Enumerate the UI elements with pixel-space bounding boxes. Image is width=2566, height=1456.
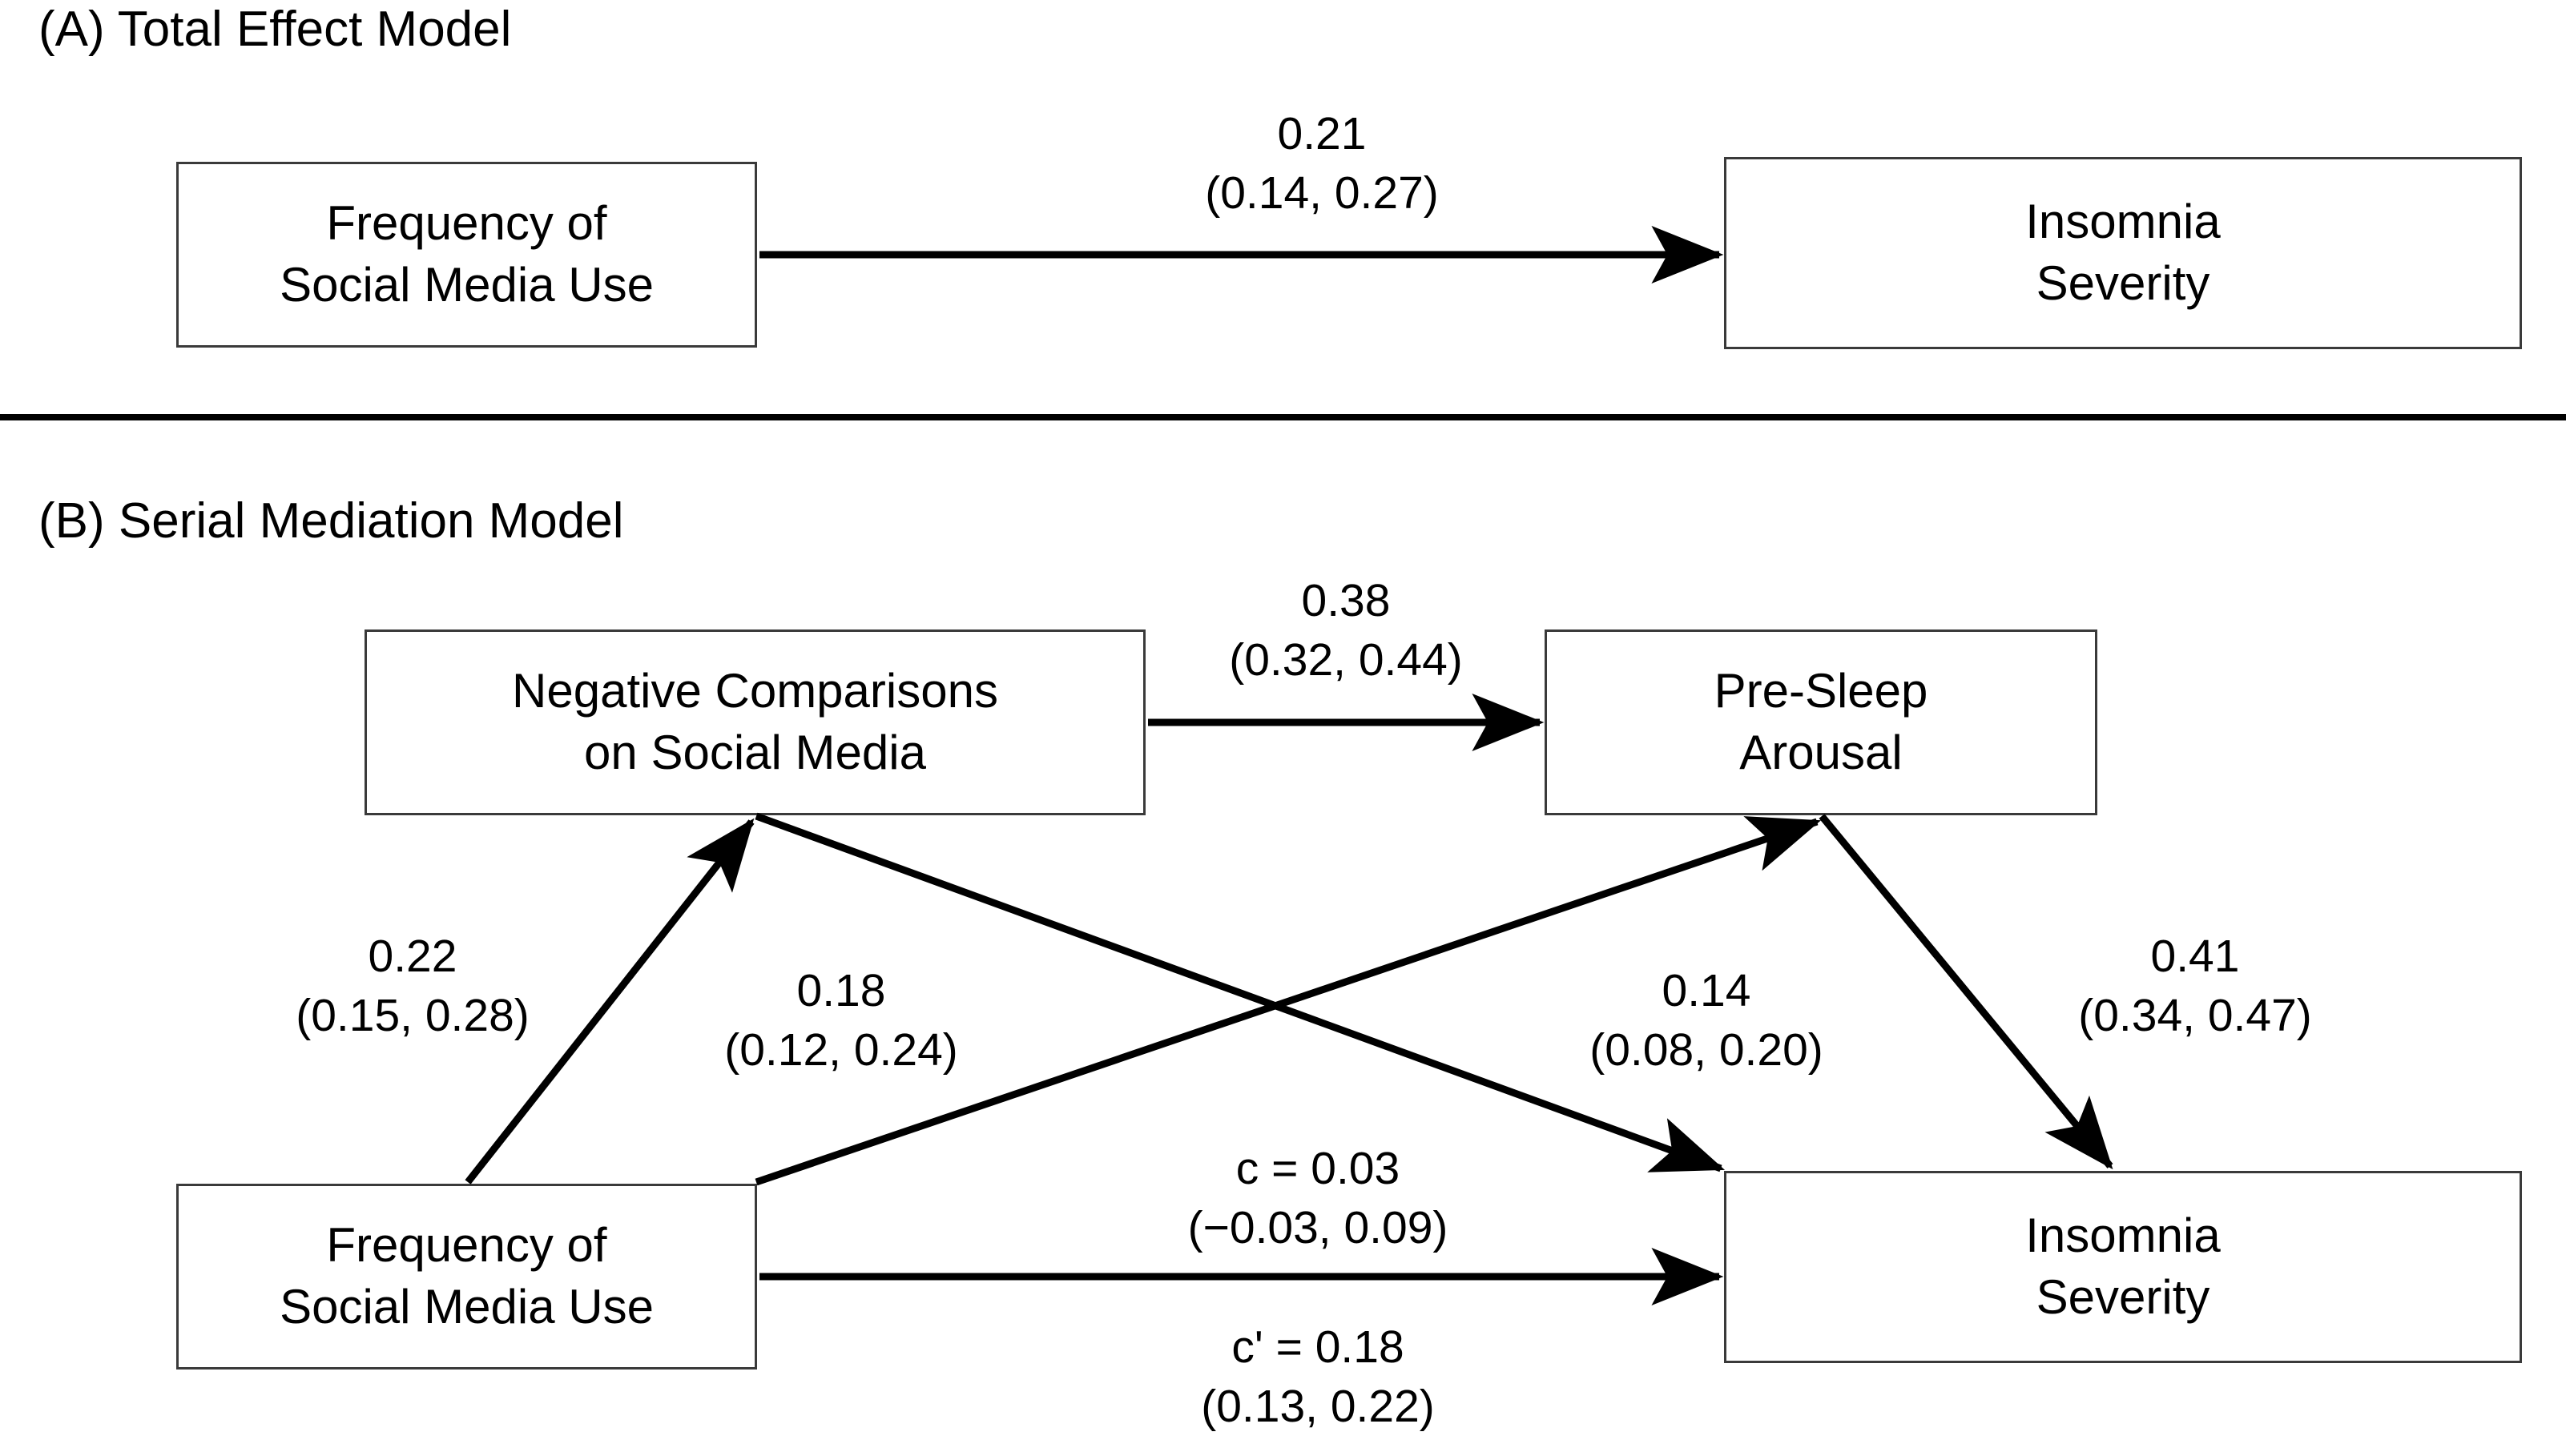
panel-a-predictor-box: Frequency of Social Media Use: [176, 162, 757, 348]
panel-b-m1-to-y-coefficient: 0.18: [796, 965, 886, 1016]
panel-b-outcome-line1: Insomnia: [2025, 1209, 2221, 1263]
panel-b-m2-to-y-coefficient: 0.41: [2150, 931, 2240, 982]
panel-b-outcome-box: Insomnia Severity: [1724, 1171, 2522, 1363]
arrow-panel-b-m1-to-y: [755, 812, 1726, 1172]
arrow-panel-b-m2-to-y: [1819, 814, 2113, 1170]
panel-a-total-effect-coefficient: 0.21: [1277, 108, 1367, 159]
panel-b-mediator2-line1: Pre-Sleep: [1714, 664, 1928, 718]
panel-a-outcome-line1: Insomnia: [2025, 195, 2221, 249]
panel-b-x-to-m2-label: 0.14 (0.08, 0.20): [1538, 961, 1875, 1080]
panel-a-total-effect-ci: (0.14, 0.27): [1205, 167, 1439, 219]
panel-a-predictor-line2: Social Media Use: [280, 258, 654, 312]
panel-b-direct-c-ci: (−0.03, 0.09): [1187, 1202, 1448, 1254]
panel-b-x-to-m1-ci: (0.15, 0.28): [296, 990, 530, 1042]
panel-b-m1-to-m2-coefficient: 0.38: [1301, 575, 1391, 626]
panel-b-m1-to-m2-ci: (0.32, 0.44): [1229, 634, 1463, 686]
panel-a-outcome-line2: Severity: [2036, 256, 2210, 310]
panel-b-m1-to-m2-label: 0.38 (0.32, 0.44): [1146, 571, 1546, 690]
panel-b-direct-c-label: c = 0.03 (−0.03, 0.09): [1118, 1139, 1518, 1257]
panel-divider: [0, 414, 2566, 420]
panel-a-predictor-line1: Frequency of: [326, 196, 607, 251]
panel-b-mediator1-box: Negative Comparisons on Social Media: [365, 629, 1146, 815]
panel-b-m2-to-y-ci: (0.34, 0.47): [2078, 990, 2312, 1042]
panel-b-m1-to-y-label: 0.18 (0.12, 0.24): [673, 961, 1009, 1080]
panel-b-m2-to-y-label: 0.41 (0.34, 0.47): [2027, 927, 2363, 1045]
arrow-panel-b-x-to-m2: [755, 816, 1822, 1186]
panel-b-m1-to-y-ci: (0.12, 0.24): [724, 1024, 958, 1076]
panel-b-mediator2-box: Pre-Sleep Arousal: [1545, 629, 2097, 815]
panel-b-mediator1-line1: Negative Comparisons: [512, 664, 998, 718]
panel-b-direct-c-prime-coefficient: c' = 0.18: [1231, 1321, 1404, 1373]
panel-b-x-to-m1-coefficient: 0.22: [368, 931, 457, 982]
panel-b-mediator1-line2: on Social Media: [584, 726, 926, 779]
panel-b-direct-c-coefficient: c = 0.03: [1235, 1143, 1400, 1194]
panel-b-x-to-m2-ci: (0.08, 0.20): [1589, 1024, 1823, 1076]
arrow-panel-b-x-to-m1: [465, 818, 755, 1185]
panel-b-direct-c-prime-ci: (0.13, 0.22): [1201, 1381, 1435, 1433]
panel-b-predictor-box: Frequency of Social Media Use: [176, 1184, 757, 1370]
panel-a-title: (A) Total Effect Model: [38, 2, 512, 57]
panel-b-title: (B) Serial Mediation Model: [38, 493, 624, 549]
panel-b-predictor-line2: Social Media Use: [280, 1280, 654, 1333]
panel-b-predictor-line1: Frequency of: [326, 1218, 607, 1273]
panel-b-x-to-m1-label: 0.22 (0.15, 0.28): [244, 927, 581, 1045]
panel-a-outcome-box: Insomnia Severity: [1724, 157, 2522, 349]
panel-b-x-to-m2-coefficient: 0.14: [1662, 965, 1751, 1016]
panel-b-direct-c-prime-label: c' = 0.18 (0.13, 0.22): [1118, 1317, 1518, 1436]
panel-b-outcome-line2: Severity: [2036, 1270, 2210, 1324]
panel-b-mediator2-line2: Arousal: [1739, 726, 1903, 779]
panel-a-total-effect-label: 0.21 (0.14, 0.27): [1122, 104, 1522, 223]
